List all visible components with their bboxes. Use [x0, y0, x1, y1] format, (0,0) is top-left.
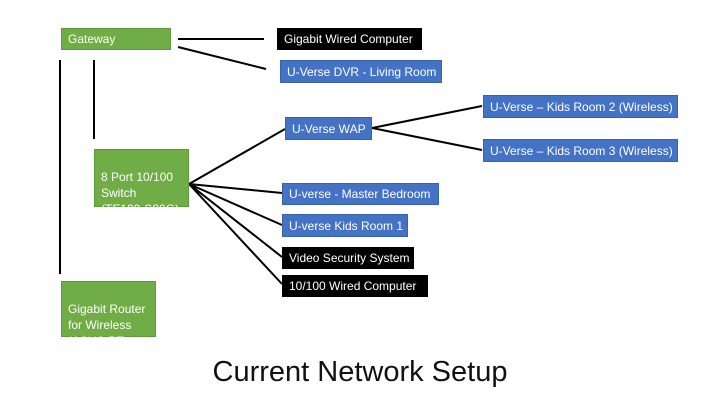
link-wap-kids-room-2 — [371, 105, 483, 129]
uverse-wap-node: U-Verse WAP — [285, 117, 372, 140]
gateway-node: Gateway — [61, 28, 171, 50]
link-switch-wap — [188, 128, 286, 185]
master-bedroom-label: U-verse - Master Bedroom — [289, 187, 431, 201]
video-security-node: Video Security System — [282, 247, 414, 269]
wired-100-computer-label: 10/100 Wired Computer — [289, 279, 417, 293]
kids-room-3-label: U-Verse – Kids Room 3 (Wireless) — [490, 143, 673, 158]
wired-100-computer-node: 10/100 Wired Computer — [282, 275, 428, 297]
uverse-wap-label: U-Verse WAP — [292, 121, 366, 136]
link-gateway-dvr — [177, 46, 267, 70]
link-switch-master-bedroom — [188, 183, 283, 194]
gateway-label: Gateway — [68, 32, 116, 46]
kids-room-1-node: U-verse Kids Room 1 — [282, 214, 408, 237]
kids-room-2-label: U-Verse – Kids Room 2 (Wireless) — [490, 99, 673, 114]
kids-room-1-label: U-verse Kids Room 1 — [289, 218, 404, 233]
router-label: Gigabit Router for Wireless (ASUS RT-N16… — [68, 302, 146, 364]
link-switch-video-security — [188, 183, 283, 258]
kids-room-3-node: U-Verse – Kids Room 3 (Wireless) — [483, 139, 678, 162]
link-switch-kids-room-1 — [188, 183, 283, 226]
link-wap-kids-room-3 — [371, 127, 483, 151]
dvr-living-room-label: U-Verse DVR - Living Room — [287, 64, 437, 79]
link-switch-wired-100 — [188, 183, 283, 285]
video-security-label: Video Security System — [289, 251, 410, 265]
switch-node: 8 Port 10/100 Switch (TE100-S80G) — [94, 149, 189, 216]
gigabit-wired-computer-node: Gigabit Wired Computer — [277, 28, 422, 50]
switch-label: 8 Port 10/100 Switch (TE100-S80G) — [101, 170, 180, 216]
master-bedroom-node: U-verse - Master Bedroom — [282, 183, 439, 205]
kids-room-2-node: U-Verse – Kids Room 2 (Wireless) — [483, 95, 678, 118]
gigabit-wired-computer-label: Gigabit Wired Computer — [284, 32, 413, 46]
diagram-title: Current Network Setup — [212, 356, 508, 388]
dvr-living-room-node: U-Verse DVR - Living Room — [280, 60, 442, 83]
router-node: Gigabit Router for Wireless (ASUS RT-N16… — [61, 281, 156, 364]
